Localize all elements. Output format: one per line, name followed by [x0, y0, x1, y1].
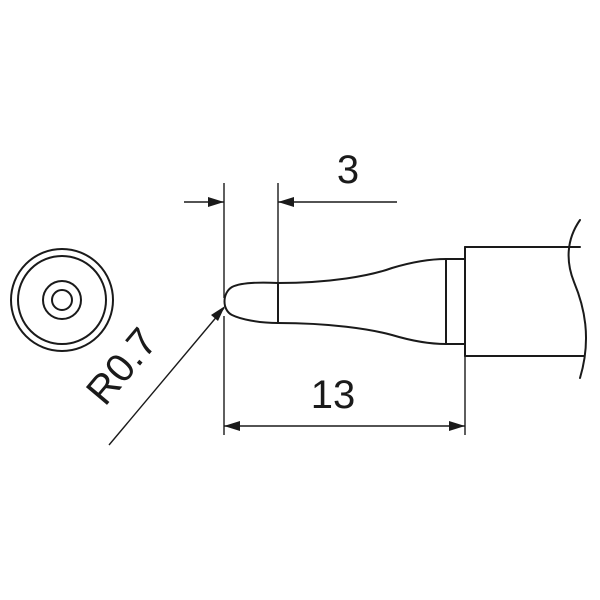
- tip-end-view: [10, 248, 114, 352]
- tip-side-view: [223, 219, 588, 379]
- end-view-inner-circle: [42, 280, 82, 320]
- tip-rounded-point: [223, 281, 279, 324]
- end-view-center-circle: [51, 289, 73, 311]
- dimension-label-13: 13: [311, 373, 356, 417]
- end-view-middle-circle: [17, 255, 107, 345]
- dimension-label-3: 3: [337, 148, 359, 192]
- tip-taper-top: [277, 258, 447, 284]
- dimension-tip-length: 3: [184, 148, 397, 298]
- tip-break-line: [567, 219, 588, 379]
- dimension-tip-radius: R0.7: [78, 306, 225, 446]
- radius-leader-line: [108, 307, 225, 446]
- end-view-outer-circle: [10, 248, 114, 352]
- arrowhead-radius: [211, 306, 225, 321]
- arrowhead-13-right: [449, 421, 465, 431]
- tip-taper-bottom: [277, 322, 447, 345]
- dimension-total-length: 13: [223, 316, 466, 435]
- arrowhead-3-right: [278, 197, 294, 207]
- arrowhead-13-left: [224, 421, 240, 431]
- arrowhead-3-left: [208, 197, 224, 207]
